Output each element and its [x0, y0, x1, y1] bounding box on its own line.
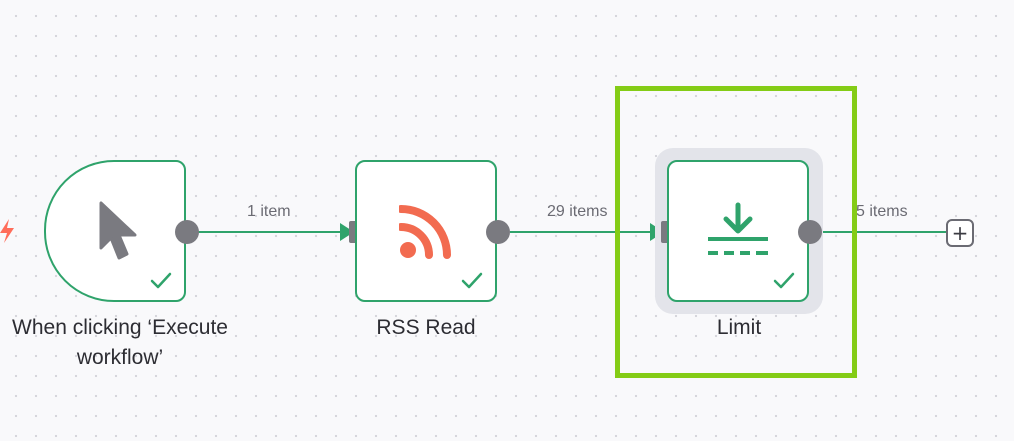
edge-label-limit-output: 5 items — [856, 203, 908, 220]
mouse-pointer-icon — [99, 201, 137, 260]
node-label-rss-read: RSS Read — [376, 316, 476, 339]
input-handle-limit[interactable] — [661, 221, 672, 243]
plus-icon: + — [951, 221, 969, 245]
input-handle-rss-read[interactable] — [349, 221, 360, 243]
node-icon-wrap — [357, 162, 495, 300]
checkmark-icon — [150, 272, 172, 289]
add-node-button[interactable]: + — [946, 219, 974, 247]
connection-arrow-rss — [340, 223, 354, 241]
output-handle-manual-trigger[interactable] — [175, 220, 199, 244]
trigger-bolt-icon — [0, 219, 14, 243]
limit-download-icon — [708, 202, 768, 255]
edge-label-trigger-to-rss: 1 item — [247, 203, 291, 220]
checkmark-icon — [773, 272, 795, 289]
selection-highlight-box — [615, 86, 857, 378]
node-rss-read[interactable] — [355, 160, 497, 302]
node-icon-wrap — [46, 162, 184, 300]
node-icon-wrap — [669, 162, 807, 300]
output-handle-limit[interactable] — [798, 220, 822, 244]
checkmark-icon — [461, 272, 483, 289]
node-label-manual-trigger: When clicking ‘Execute workflow’ — [12, 316, 228, 369]
rss-icon — [399, 205, 451, 259]
edge-label-rss-to-limit: 29 items — [547, 203, 608, 220]
output-handle-rss-read[interactable] — [486, 220, 510, 244]
node-label-limit: Limit — [716, 316, 762, 339]
node-manual-trigger[interactable] — [44, 160, 186, 302]
